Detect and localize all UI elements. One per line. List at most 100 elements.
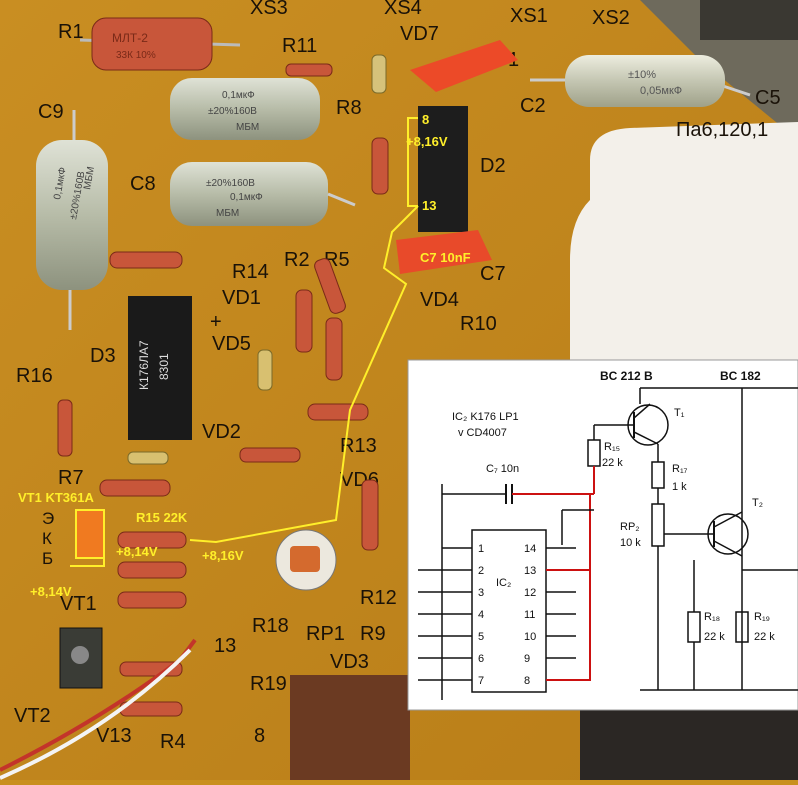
d3-code: 8301 [157,353,171,380]
label-vd7: VD7 [400,23,439,45]
label-c9: C9 [38,101,64,123]
cap-mid-tol: ±20%160В [206,178,255,189]
label-r18: R18 [252,615,289,637]
label-r4: R4 [160,731,186,753]
c9-type: МБМ [82,166,97,191]
ic2-pin-left-3: 3 [478,587,484,599]
label-xs1: XS1 [510,5,548,27]
ic2-pin-right-10: 10 [524,631,536,643]
resistor-r1 [91,17,213,71]
ic2-pin-left-7: 7 [478,675,484,687]
label-rp2: RP₂ [620,521,640,533]
label-r2: R2 [284,249,310,271]
label-vt2: VT2 [14,705,51,727]
label-ic-alt: v CD4007 [458,427,507,439]
r1-body-text: МЛТ-2 [112,31,148,45]
ic2-pin-right-9: 9 [524,653,530,665]
ic2-pin-left-1: 1 [478,543,484,555]
label-c5: C5 [755,87,781,109]
c5-tolerance: ±10% [628,69,656,81]
label-c8: C8 [130,173,156,195]
label-vd2: VD2 [202,421,241,443]
red-trace-8 [546,570,591,681]
annotation-v814-a: +8,14V [116,544,158,559]
label-vd1: VD1 [222,287,261,309]
label-t2: T₂ [752,497,763,509]
plus-mark: + [210,311,222,333]
label-d3: D3 [90,345,116,367]
capacitor-middle [170,162,328,226]
annotation-r15: R15 22K [136,510,188,525]
label-r7: R7 [58,467,84,489]
label-8: 8 [254,725,265,747]
label-r10: R10 [460,313,497,335]
label-c7-sch: C₇ 10n [486,463,519,475]
label-r19-value: 22 k [754,631,775,643]
ic2-pin-left-4: 4 [478,609,484,621]
label-r19: R19 [250,673,287,695]
annotation-pin8: 8 [422,112,429,127]
label-c2: C2 [520,95,546,117]
label-r11: R11 [282,35,317,57]
annotation-c7: C7 10nF [420,250,471,265]
capacitor-top [170,78,320,140]
label-vd3: VD3 [330,651,369,673]
cap-mid-value: 0,1мкФ [230,192,263,203]
chip-d2 [418,106,468,232]
annotation-trace [189,205,419,544]
label-c7: C7 [480,263,506,285]
vt1-pin-b: Б [42,549,53,568]
ic2-pin-right-11: 11 [524,609,535,621]
annotation-v816-b: +8,16V [202,548,244,563]
label-r16: R16 [16,365,53,387]
label-r18-sch: R₁₈ [704,611,720,623]
label-t1: T₁ [674,407,685,419]
annotation-v816-top: +8,16V [406,134,448,149]
vt1-pin-e: Э [42,509,54,528]
label-rp1: RP1 [306,623,345,645]
label-v13: V13 [96,725,132,747]
ic2-pin-left-2: 2 [478,565,484,577]
label-r14: R14 [232,261,269,283]
label-r8: R8 [336,97,362,119]
ic2-box [471,529,547,693]
label-xs3: XS3 [250,0,288,19]
label-r18-value: 22 k [704,631,725,643]
dark-component [580,710,798,780]
white-wire [0,648,192,780]
c5-value: 0,05мкФ [640,85,682,97]
ic2-pin-right-13: 13 [524,565,536,577]
label-13: 13 [214,635,236,657]
label-vd4: VD4 [420,289,459,311]
label-r15: R₁₅ [604,441,620,453]
label-ic2: IC₂ [496,577,511,589]
ic2-pin-left-5: 5 [478,631,484,643]
ic2-pin-right-14: 14 [524,543,536,555]
label-r17-value: 1 k [672,481,687,493]
r1-value-text: 33К 10% [116,50,156,61]
label-r1: R1 [58,21,84,43]
label-rp2-value: 10 k [620,537,641,549]
label-xs2: XS2 [592,7,630,29]
label-pa: Па6,120,1 [676,119,768,141]
label-r13: R13 [340,435,377,457]
d3-marking: К176ЛА7 [137,340,151,390]
label-xs4: XS4 [384,0,422,19]
annotation-pin13: 13 [422,198,436,213]
label-r12: R12 [360,587,397,609]
annotation-v814-b: +8,14V [30,584,72,599]
label-r17: R₁₇ [672,463,688,475]
label-r19-sch: R₁₉ [754,611,770,623]
capacitor-c7 [396,230,492,274]
transistor-vt1 [75,509,105,559]
annotation-vt1: VT1 KT361A [18,490,94,505]
label-vd5: VD5 [212,333,251,355]
cap-top-value: 0,1мкФ [222,90,255,101]
cap-mid-type: МБМ [216,208,239,219]
label-bc212: BC 212 B [600,369,653,383]
ic2-pin-right-12: 12 [524,587,536,599]
chip-d3 [128,296,192,440]
capacitor-c5 [565,55,725,107]
label-r15-value: 22 k [602,457,623,469]
